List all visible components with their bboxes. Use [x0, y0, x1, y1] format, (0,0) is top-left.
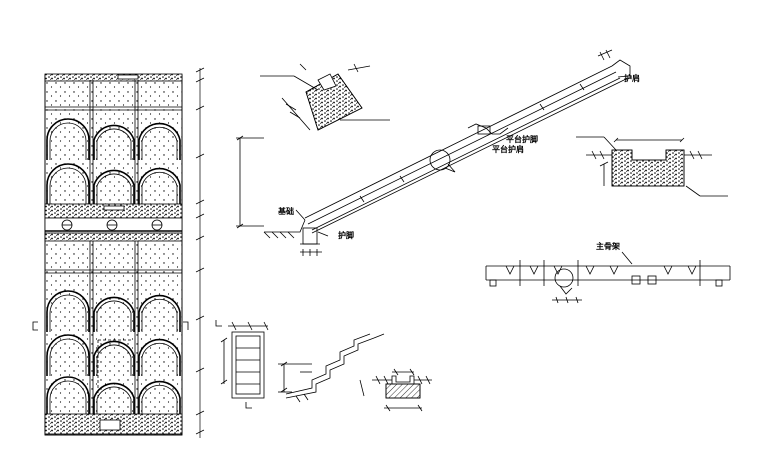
plan-dimension-line [195, 67, 205, 438]
platform-guard-foot-label: 平台护脚 [506, 135, 538, 144]
slope-section [236, 49, 631, 256]
guard-foot-label: 护脚 [338, 231, 354, 240]
foundation-label: 基础 [278, 207, 294, 216]
drain-section-detail [359, 368, 432, 412]
step-section-detail [278, 333, 385, 403]
arch-grid-plan [32, 73, 189, 436]
platform-guard-shoulder-label: 平台护肩 [492, 145, 524, 154]
platform-detail [576, 136, 728, 197]
guard-top-detail [260, 63, 390, 131]
main-skeleton-label: 主骨架 [596, 242, 620, 251]
main-skeleton-elevation [485, 251, 731, 304]
guard-top-label: 护肩 [624, 74, 640, 83]
step-plan-detail [215, 320, 269, 409]
